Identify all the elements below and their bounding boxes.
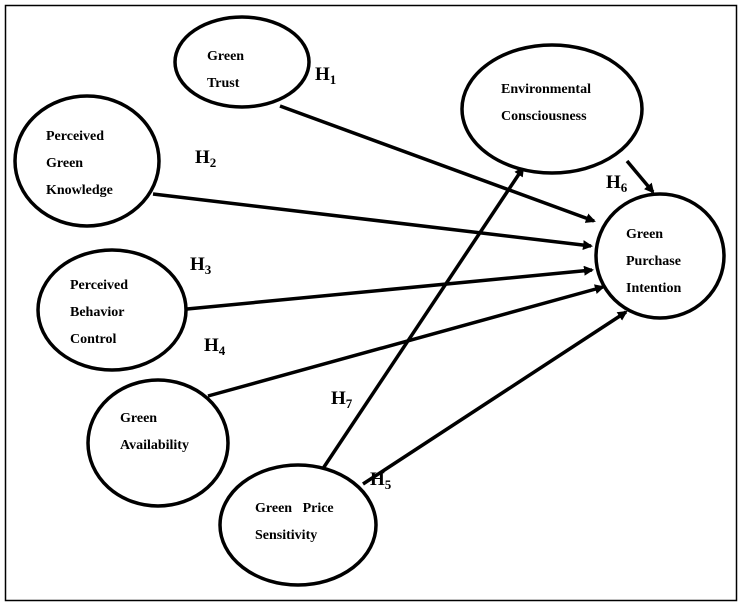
node-perceived-green-knowledge-line-3: Knowledge (46, 183, 113, 198)
label-h4-num: 4 (219, 343, 226, 358)
label-h2: H2 (195, 147, 216, 170)
node-green-availability: Green Availability (86, 378, 230, 508)
node-environmental-consciousness: Environmental Consciousness (460, 43, 644, 175)
node-perceived-behavior-control-line-2: Behavior (70, 305, 124, 320)
label-h6-num: 6 (621, 180, 628, 195)
label-h7: H7 (331, 388, 353, 411)
node-perceived-green-knowledge: Perceived Green Knowledge (13, 94, 161, 228)
label-h2-letter: H (195, 147, 210, 168)
node-green-price-sensitivity-line-2: Sensitivity (255, 528, 317, 543)
label-h5-letter: H (370, 469, 385, 490)
node-green-trust: Green Trust (173, 15, 311, 109)
node-green-availability-line-2: Availability (120, 438, 189, 453)
label-h3-num: 3 (205, 262, 212, 277)
label-h3: H3 (190, 254, 212, 277)
label-h6: H6 (606, 172, 628, 195)
node-green-purchase-intention: Green Purchase Intention (594, 192, 726, 320)
label-h2-num: 2 (210, 155, 217, 170)
node-green-price-sensitivity-line-1: Green Price (255, 501, 334, 516)
label-h1: H1 (315, 64, 336, 87)
label-h1-num: 1 (330, 72, 337, 87)
label-h7-letter: H (331, 388, 346, 409)
node-environmental-consciousness-line-2: Consciousness (501, 109, 587, 124)
label-h5-num: 5 (385, 477, 392, 492)
label-h3-letter: H (190, 254, 205, 275)
node-perceived-green-knowledge-line-2: Green (46, 156, 83, 171)
arrow-h2 (152, 192, 593, 251)
node-green-trust-line-1: Green (207, 49, 244, 64)
node-perceived-green-knowledge-line-1: Perceived (46, 129, 104, 144)
node-green-price-sensitivity: Green Price Sensitivity (218, 463, 378, 587)
arrow-h5 (362, 310, 628, 486)
label-h4: H4 (204, 335, 226, 358)
node-green-purchase-intention-line-2: Purchase (626, 254, 681, 269)
diagram-border (4, 4, 738, 602)
arrow-h3 (186, 265, 594, 311)
label-h5: H5 (370, 469, 392, 492)
node-green-trust-line-2: Trust (207, 76, 240, 91)
label-h4-letter: H (204, 335, 219, 356)
node-perceived-behavior-control: Perceived Behavior Control (36, 248, 188, 372)
node-perceived-behavior-control-line-3: Control (70, 332, 117, 347)
arrow-h7 (320, 166, 525, 471)
node-environmental-consciousness-line-1: Environmental (501, 82, 591, 97)
label-h7-num: 7 (346, 396, 353, 411)
label-h1-letter: H (315, 64, 330, 85)
node-green-purchase-intention-line-1: Green (626, 227, 663, 242)
label-h6-letter: H (606, 172, 621, 193)
node-perceived-behavior-control-line-1: Perceived (70, 278, 128, 293)
node-green-purchase-intention-line-3: Intention (626, 281, 681, 296)
arrow-h1 (279, 104, 596, 223)
arrow-h6 (625, 159, 655, 194)
node-green-availability-line-1: Green (120, 411, 157, 426)
